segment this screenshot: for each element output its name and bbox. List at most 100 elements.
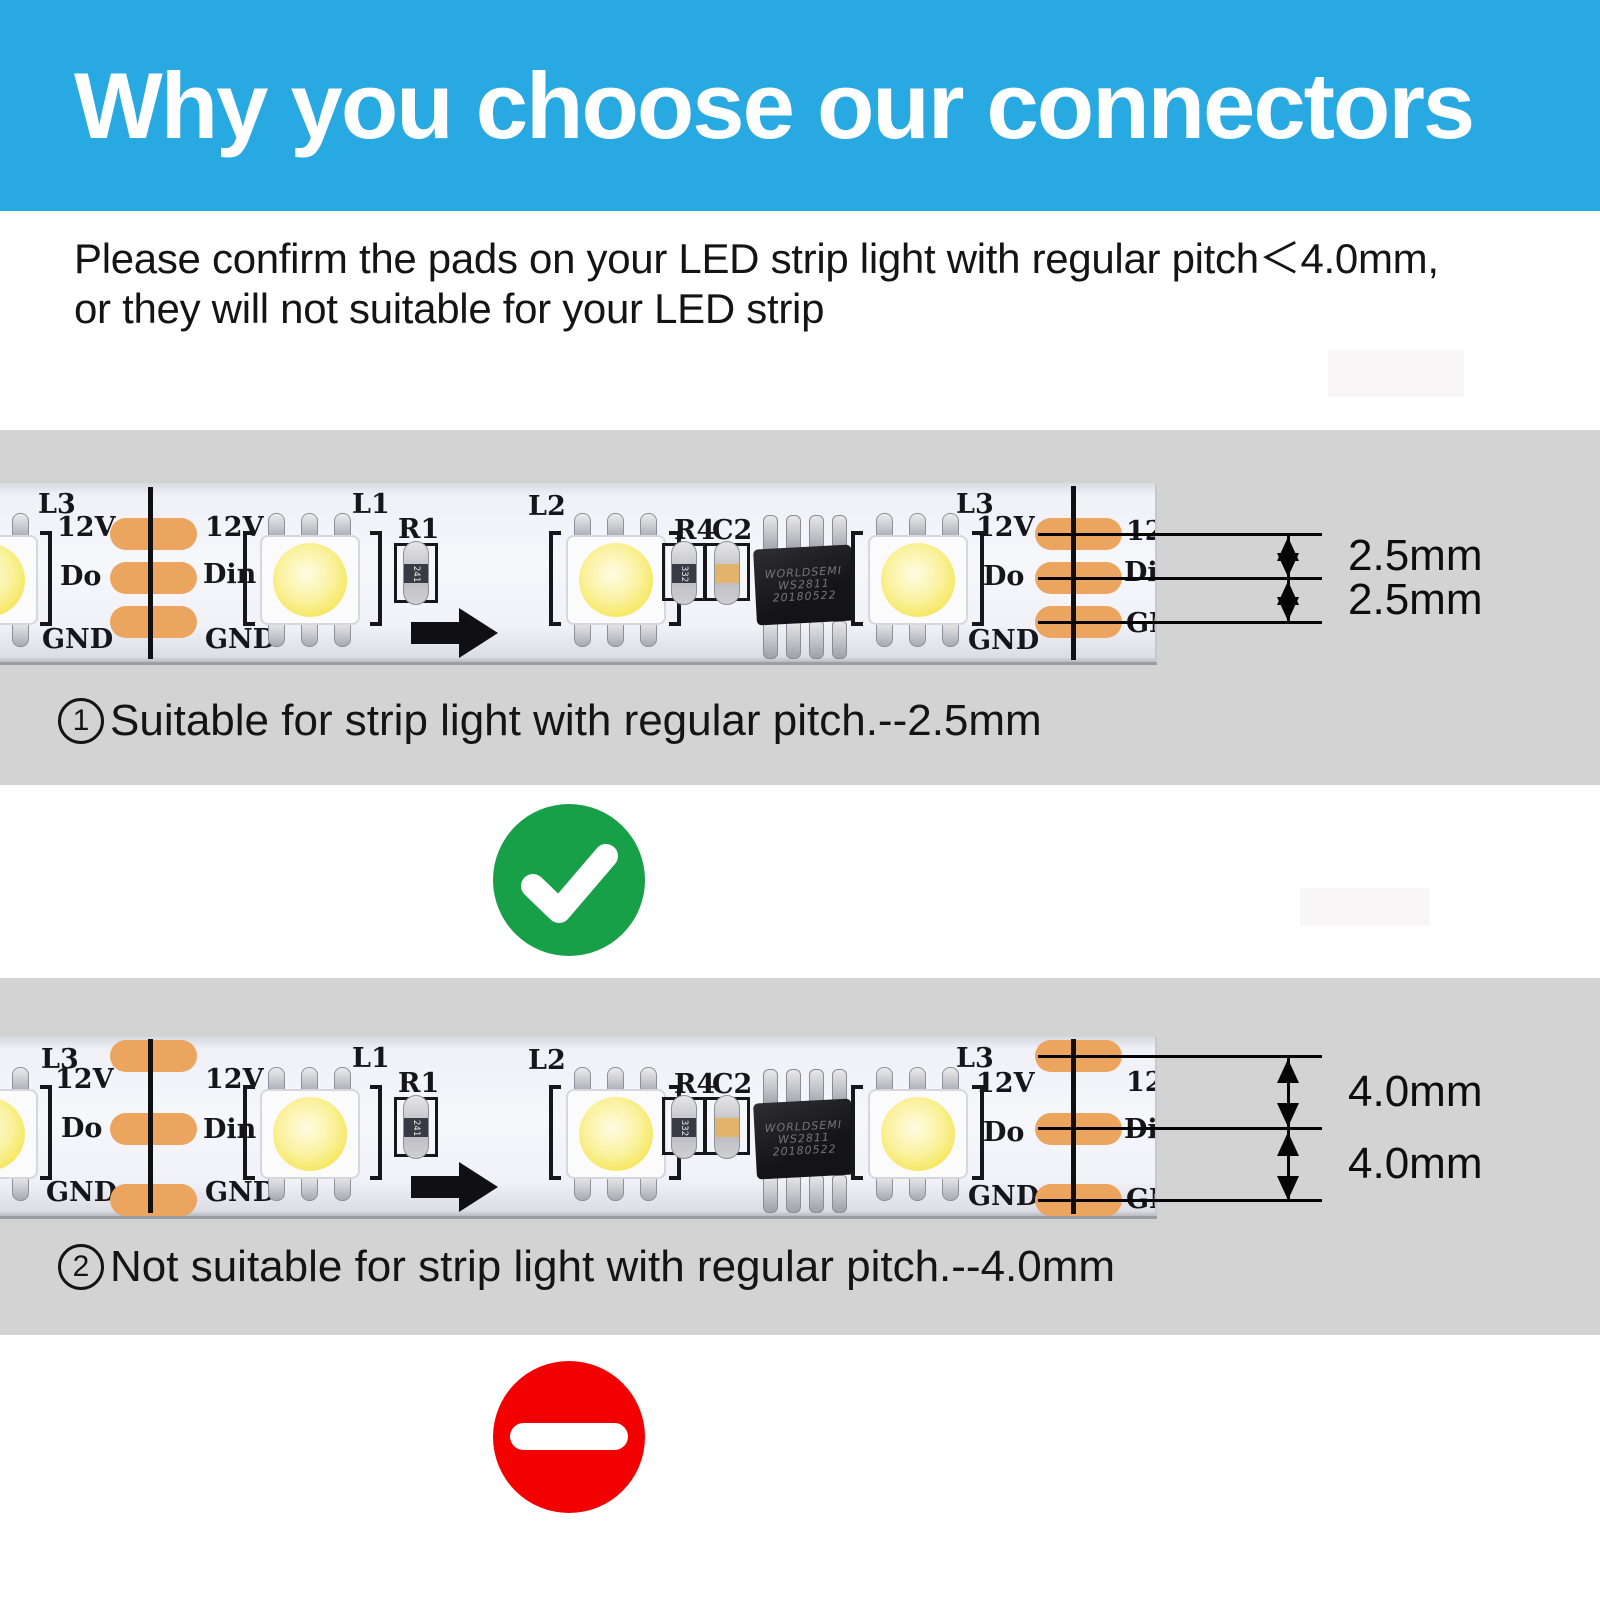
intro-text: Please confirm the pads on your LED stri… — [74, 234, 1439, 333]
silkscreen-label-do: Do — [60, 561, 102, 592]
ic-marking: 20180522 — [772, 1142, 837, 1159]
silkscreen-bracket — [549, 1085, 561, 1180]
ic-leg — [763, 1069, 778, 1107]
dimension-line — [1038, 1127, 1322, 1130]
led-emitter — [273, 543, 347, 617]
silkscreen-label-gnd: GND — [205, 1177, 277, 1208]
led-package-l2 — [566, 1067, 666, 1201]
not-suitable-caption: 2 Not suitable for strip light with regu… — [58, 1242, 1115, 1292]
cut-line — [148, 487, 153, 659]
silkscreen-label-do: Do — [983, 561, 1025, 592]
silkscreen-label-l2: L2 — [528, 1045, 566, 1076]
caption-text: Not suitable for strip light with regula… — [110, 1242, 1116, 1291]
led-emitter — [881, 543, 955, 617]
resistor-body: 241 — [403, 1095, 429, 1159]
pitch-value-label: 4.0mm — [1348, 1139, 1483, 1188]
silkscreen-bracket — [243, 1085, 255, 1180]
led-emitter — [579, 543, 653, 617]
ic-leg — [809, 621, 824, 659]
led-strip-photo-4_0mm: L3 12V Do GND 12V Din GND L1 R1 241 — [0, 1037, 1157, 1216]
capacitor-dielectric — [715, 1118, 739, 1137]
no-entry-bar — [510, 1423, 628, 1450]
circled-number: 2 — [58, 1244, 104, 1290]
ic-leg — [832, 1175, 847, 1213]
capacitor-dielectric — [715, 564, 739, 583]
dimension-arrow-down — [1277, 1103, 1299, 1127]
pitch-value-label: 4.0mm — [1348, 1067, 1483, 1116]
ic-leg — [763, 621, 778, 659]
solder-pad — [110, 1040, 197, 1072]
check-mark — [521, 844, 618, 923]
silkscreen-label-12v-clipped: 12V — [1126, 1067, 1155, 1098]
silkscreen-label-gnd: GND — [46, 1177, 118, 1208]
capacitor-c2 — [704, 541, 750, 605]
intro-line-1: Please confirm the pads on your LED stri… — [74, 235, 1439, 282]
resistor-r4: 332 — [662, 541, 706, 605]
capacitor-body — [714, 1095, 740, 1159]
led-emitter — [579, 1097, 653, 1171]
ic-marking: 20180522 — [772, 588, 837, 605]
dimension-line — [1038, 621, 1322, 624]
silkscreen-label-r4: R4 — [674, 1069, 716, 1100]
silkscreen-label-din-clipped: Din — [1124, 557, 1157, 588]
led-package-l1 — [260, 1067, 360, 1201]
silkscreen-label-12v: 12V — [57, 512, 116, 543]
silkscreen-label-12v-clipped: 12V — [1126, 516, 1155, 547]
check-circle-icon — [493, 804, 645, 956]
silkscreen-label-12v: 12V — [976, 512, 1035, 543]
led-package-l3 — [868, 1067, 968, 1201]
resistor-body: 332 — [671, 541, 697, 605]
circled-number: 1 — [58, 698, 104, 744]
resistor-r1: 241 — [394, 1095, 438, 1159]
silkscreen-label-c2: C2 — [712, 1069, 753, 1100]
capacitor-body — [714, 541, 740, 605]
pitch-value-label: 2.5mm — [1348, 575, 1483, 624]
resistor-r1: 241 — [394, 541, 438, 605]
caption-text: Suitable for strip light with regular pi… — [110, 696, 1042, 745]
ic-body: WORLDSEMI WS2811 20180522 — [753, 1098, 855, 1180]
resistor-body: 332 — [671, 1095, 697, 1159]
silkscreen-label-12v: 12V — [976, 1068, 1035, 1099]
solder-pad — [110, 606, 197, 638]
resistor-marking: 241 — [404, 1118, 428, 1137]
silkscreen-bracket — [972, 531, 984, 626]
cut-line — [1071, 1039, 1076, 1214]
ic-leg — [786, 1175, 801, 1213]
capacitor-c2 — [704, 1095, 750, 1159]
silkscreen-bracket — [40, 531, 52, 626]
arrow-shaft — [411, 1176, 461, 1198]
silkscreen-label-do: Do — [61, 1113, 103, 1144]
silkscreen-label-gnd: GND — [42, 624, 114, 655]
silkscreen-label-12v: 12V — [205, 1064, 264, 1095]
silkscreen-label-l2: L2 — [528, 491, 566, 522]
resistor-r4: 332 — [662, 1095, 706, 1159]
dimension-line — [1038, 533, 1322, 536]
page-title: Why you choose our connectors — [74, 52, 1475, 158]
silkscreen-label-l3: L3 — [956, 1043, 994, 1074]
silkscreen-label-l1: L1 — [352, 1043, 390, 1074]
silkscreen-bracket — [851, 1085, 863, 1180]
silkscreen-label-l3: L3 — [41, 1044, 79, 1075]
silkscreen-label-din: Din — [203, 1114, 257, 1145]
dimension-line — [1038, 1199, 1322, 1202]
solder-pad — [110, 1184, 197, 1216]
pitch-value-label: 2.5mm — [1348, 531, 1483, 580]
silkscreen-label-r1: R1 — [398, 514, 440, 545]
solder-pad — [110, 1113, 197, 1145]
ic-leg — [763, 515, 778, 553]
direction-arrow-icon — [411, 1162, 499, 1212]
dimension-extension-line — [1287, 1057, 1290, 1201]
led-package-l3 — [868, 513, 968, 647]
watermark-patch — [1328, 350, 1464, 397]
silkscreen-label-12v: 12V — [205, 512, 264, 543]
led-emitter — [881, 1097, 955, 1171]
resistor-marking: 241 — [404, 564, 428, 583]
silkscreen-label-l3: L3 — [956, 489, 994, 520]
led-strip-photo-2_5mm: L3 12V Do GND 12V Din GND L1 R1 241 — [0, 483, 1157, 662]
silkscreen-label-gnd: GND — [968, 1181, 1040, 1212]
ic-leg — [786, 621, 801, 659]
ws2811-ic-chip: WORLDSEMI WS2811 20180522 — [753, 483, 855, 659]
resistor-marking: 332 — [672, 1118, 696, 1137]
header-banner: Why you choose our connectors — [0, 0, 1600, 211]
